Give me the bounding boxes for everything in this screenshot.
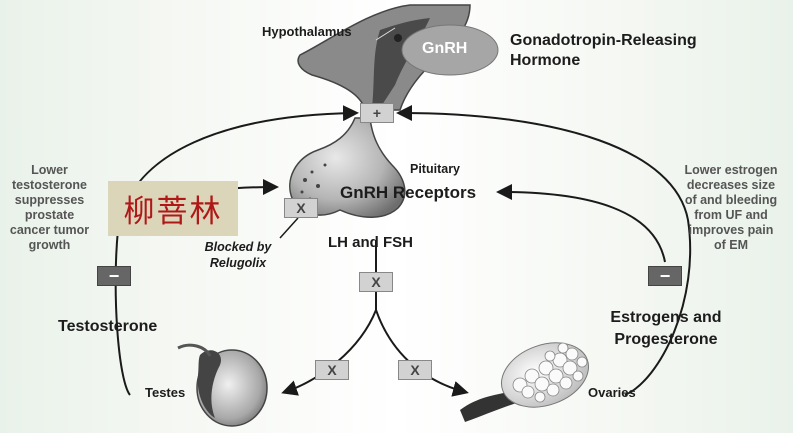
lh-fsh-x-box: X bbox=[359, 272, 393, 292]
blocked-by-label: Blocked by Relugolix bbox=[198, 239, 278, 271]
stimulation-plus-box: + bbox=[360, 103, 394, 123]
right-note-line: improves pain bbox=[688, 223, 774, 237]
arrow-right-feedback bbox=[396, 105, 692, 396]
gnrh-label: GnRH bbox=[422, 40, 468, 57]
blocked-receptor-x-box: X bbox=[284, 198, 318, 218]
right-note: Lower estrogen decreases size of and ble… bbox=[675, 163, 787, 253]
left-note-line: Lower bbox=[31, 163, 68, 177]
lh-fsh-label: LH and FSH bbox=[328, 234, 413, 251]
left-note: Lower testosterone suppresses prostate c… bbox=[2, 163, 97, 253]
ovaries-graphic bbox=[460, 342, 590, 422]
testes-path-x-box: X bbox=[315, 360, 349, 380]
left-note-line: testosterone bbox=[11, 178, 88, 192]
right-note-line: of and bleeding bbox=[684, 193, 778, 207]
left-note-line: prostate bbox=[24, 208, 75, 222]
inhibition-minus-box-right: − bbox=[648, 266, 682, 286]
hypothalamus-label: Hypothalamus bbox=[262, 24, 352, 39]
pituitary-gland bbox=[289, 117, 406, 218]
gnrh-bubble bbox=[401, 24, 499, 76]
estrogens-label: Estrogens and Progesterone bbox=[600, 307, 732, 351]
right-note-line: from UF and bbox=[694, 208, 768, 222]
right-note-line: Lower estrogen bbox=[684, 163, 778, 177]
left-note-line: suppresses bbox=[14, 193, 85, 207]
left-note-line: growth bbox=[28, 238, 71, 252]
inhibition-minus-box-left: − bbox=[97, 266, 131, 286]
right-note-line: decreases size bbox=[686, 178, 776, 192]
estrogens-line1: Estrogens and bbox=[610, 309, 722, 326]
estrogens-line2: Progesterone bbox=[614, 331, 718, 348]
gnrh-full-line2: Hormone bbox=[510, 52, 581, 69]
gnrh-receptors-label: GnRH Receptors bbox=[340, 183, 477, 202]
watermark-label: 柳菩林 bbox=[108, 181, 238, 236]
gnrh-full-line1: Gonadotropin-Releasing bbox=[510, 32, 697, 49]
arrow-right-to-receptors bbox=[496, 184, 666, 263]
testosterone-label: Testosterone bbox=[58, 318, 158, 335]
ovaries-label: Ovaries bbox=[588, 385, 636, 400]
blocked-line1: Blocked by bbox=[204, 240, 272, 254]
testes-label: Testes bbox=[145, 385, 186, 400]
ovaries-path-x-box: X bbox=[398, 360, 432, 380]
blocked-line2: Relugolix bbox=[209, 256, 267, 270]
right-note-line: of EM bbox=[713, 238, 749, 252]
pituitary-label: Pituitary bbox=[410, 162, 461, 176]
testes-graphic bbox=[177, 343, 268, 427]
left-note-line: cancer tumor bbox=[9, 223, 90, 237]
